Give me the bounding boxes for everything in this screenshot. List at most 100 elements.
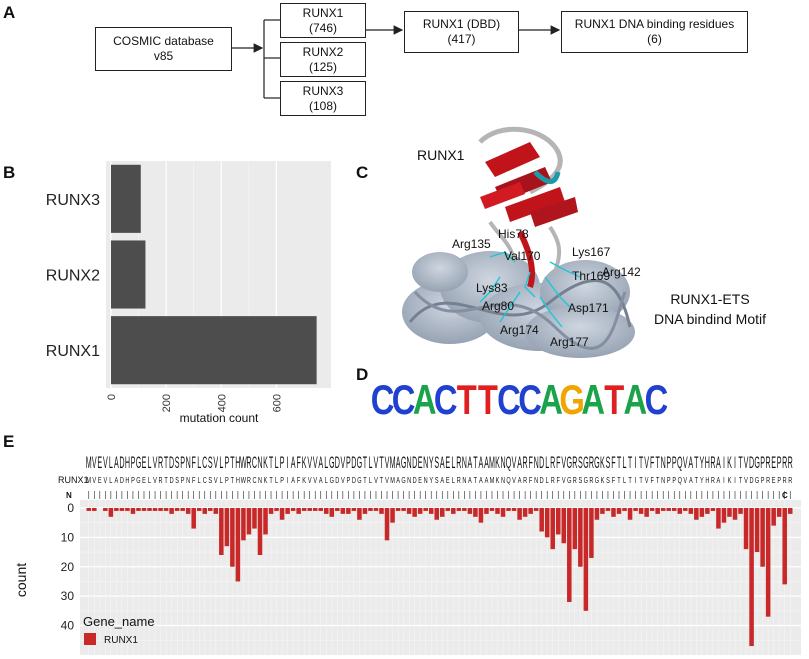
sequence-letter: L [220, 477, 223, 485]
sequence-letter: V [341, 477, 345, 485]
residues-name: RUNX1 DNA binding residues [574, 17, 735, 31]
panel-label-c: C [356, 163, 369, 182]
sequence-letter-top: F [192, 452, 196, 472]
legend-title: Gene_name [83, 614, 155, 629]
chart-e-bar [307, 508, 312, 511]
sequence-letter-top: R [158, 452, 163, 472]
sequence-letter: D [120, 477, 124, 485]
bar-runx3 [111, 164, 141, 233]
sequence-letter: Q [506, 477, 511, 485]
chart-e-bar [611, 508, 616, 517]
runx2-name: RUNX2 [302, 44, 344, 59]
logo-letter: A [539, 376, 563, 420]
cosmic-line2: v85 [153, 49, 174, 63]
sequence-letter: I [723, 477, 725, 485]
sequence-letter: Y [429, 477, 433, 485]
chart-e-bar [655, 508, 660, 514]
sequence-letter-top: G [567, 452, 573, 472]
chart-e-bar [357, 508, 362, 520]
sequence-letter-top: G [357, 452, 363, 472]
chart-e-bar [428, 508, 434, 514]
logo-letter: T [478, 376, 498, 420]
sequence-letter: A [319, 477, 323, 485]
chart-e-bar [489, 508, 495, 511]
chart-e-bar [219, 508, 224, 555]
sequence-letter-top: V [744, 452, 749, 472]
category-label-runx3: RUNX3 [46, 192, 100, 209]
sequence-letter: A [479, 477, 483, 485]
sequence-letter: R [589, 477, 593, 485]
sequence-letter-top: A [479, 452, 484, 472]
protein-ribbon [478, 126, 578, 288]
sequence-letter-top: V [385, 452, 390, 472]
sequence-letter-top: D [539, 452, 544, 472]
sequence-letter-top: I [734, 452, 736, 472]
chart-e-bar [136, 508, 141, 511]
chart-e-bar [324, 508, 329, 514]
sequence-letter-top: L [451, 452, 455, 472]
chart-e-bar [384, 508, 390, 541]
sequence-letter-top: R [589, 452, 594, 472]
sequence-letter: T [739, 477, 743, 485]
sequence-letter-top: D [351, 452, 356, 472]
chart-b-xtick: 600 [271, 394, 283, 412]
sequence-letter: T [474, 477, 478, 485]
chart-e-bar [290, 508, 296, 511]
sequence-letter: F [650, 477, 653, 485]
sequence-letter: R [551, 477, 555, 485]
sequence-letter-top: N [257, 452, 262, 472]
sequence-letter-top: A [517, 452, 522, 472]
chart-e-bar [114, 508, 119, 511]
sequence-letter-top: P [346, 452, 351, 472]
chart-e-bar [600, 508, 605, 514]
sequence-letter: P [777, 477, 781, 485]
chart-e-bar [196, 508, 202, 511]
dna-surface [402, 251, 635, 358]
sequence-letter: G [595, 477, 599, 485]
sequence-letter: W [241, 477, 247, 485]
chart-e-bar [638, 508, 644, 514]
sequence-letter: N [534, 477, 538, 485]
chart-e-bar [257, 508, 263, 555]
sequence-letter-top: M [390, 452, 396, 472]
sequence-letter-top: G [594, 452, 600, 472]
chart-e-bar [423, 508, 428, 511]
sequence-letter-top: A [291, 452, 296, 472]
chart-e-bar [622, 508, 627, 511]
sequence-letter: H [125, 477, 129, 485]
sequence-letter-top: K [727, 452, 732, 472]
chart-e-bar [346, 508, 351, 514]
sequence-letter: R [766, 477, 770, 485]
chart-e-bar [633, 508, 638, 511]
chart-e-bar [86, 508, 92, 511]
chart-e-bar [677, 508, 683, 514]
chart-e-bar [506, 508, 511, 511]
chart-e-bar [191, 508, 196, 529]
chart-e-bar [738, 508, 743, 514]
chart-e-bar [539, 508, 544, 532]
sequence-letter-top: G [401, 452, 407, 472]
sequence-letter: L [369, 477, 372, 485]
sequence-letter: T [695, 477, 699, 485]
sequence-letter: V [512, 477, 516, 485]
panel-label-d: D [356, 365, 369, 384]
chart-e-ytick: 30 [61, 589, 75, 603]
sequence-letter: K [728, 477, 732, 485]
sequence-letter-top: T [628, 452, 632, 472]
sequence-letter: F [192, 477, 195, 485]
chart-e-bar [130, 508, 136, 514]
sequence-letter: R [711, 477, 715, 485]
chart-e-bar [760, 508, 765, 567]
logo-letter: A [624, 376, 648, 420]
structure-illustration: RUNX1 His78Arg135Lys167Val170Arg142Thr16… [402, 126, 766, 358]
sequence-letter: D [352, 477, 356, 485]
sequence-letter-top: K [495, 452, 500, 472]
sequence-letter: A [440, 477, 444, 485]
sequence-letter: P [280, 477, 284, 485]
chart-e-bar [301, 508, 307, 511]
chart-e-bar [351, 508, 357, 511]
sequence-letter: R [783, 477, 787, 485]
sequence-letter: D [335, 477, 339, 485]
sequence-letter: G [357, 477, 361, 485]
